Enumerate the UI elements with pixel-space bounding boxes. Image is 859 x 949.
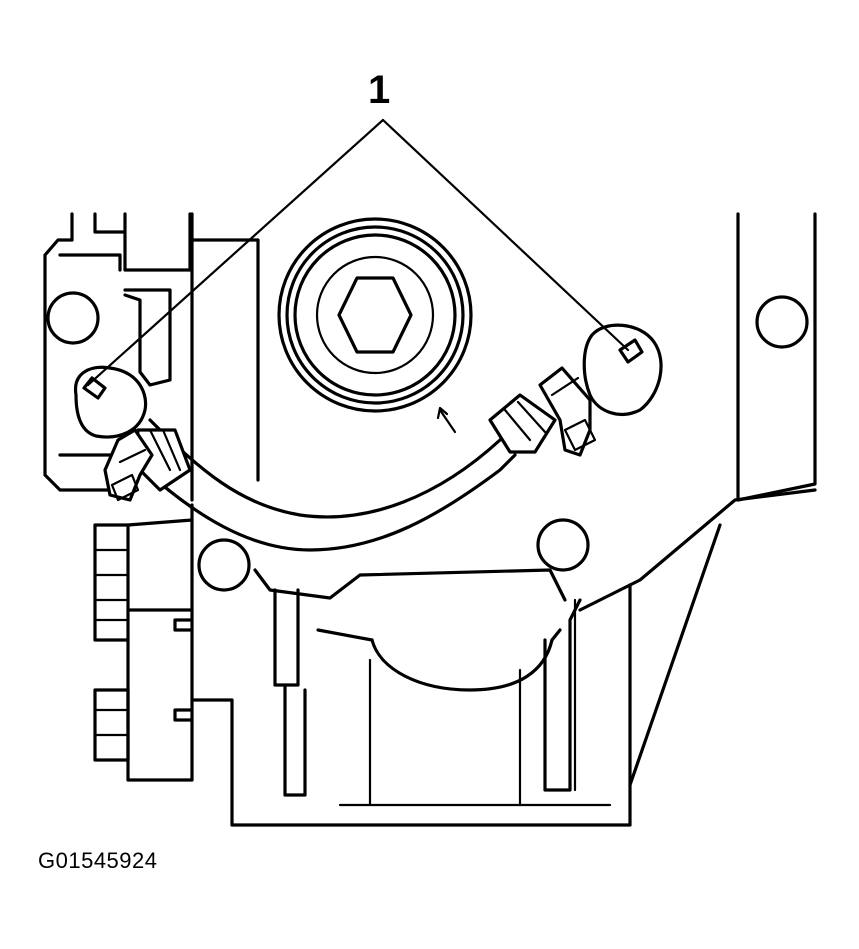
bolt-holes — [46, 291, 809, 592]
lower-left-bolts — [93, 518, 194, 782]
left-bracket — [43, 212, 260, 502]
figure-id: G01545924 — [38, 848, 158, 873]
left-hose-port — [74, 365, 148, 439]
central-pulley — [277, 217, 473, 434]
callout-number: 1 — [368, 68, 391, 112]
callout-leaders — [86, 118, 630, 387]
coolant-hose — [103, 366, 597, 552]
hex-bolt — [337, 276, 413, 354]
engine-block-outline — [190, 212, 817, 827]
right-hose-port — [582, 323, 663, 416]
